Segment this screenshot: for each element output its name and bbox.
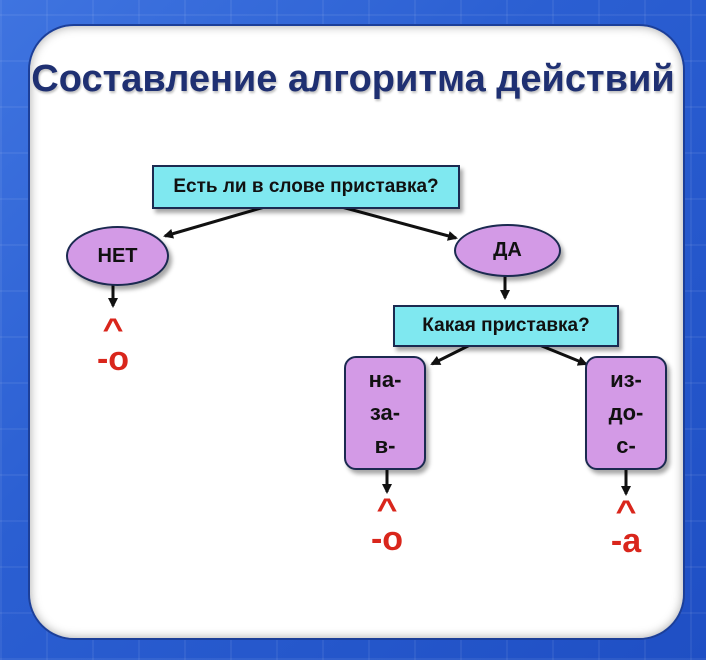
result-left-group: ^ -о (362, 495, 412, 558)
result-letter: -а (610, 522, 642, 560)
result-no-prefix: ^ -о (88, 315, 138, 378)
prefix-group-left: на- за- в- (344, 356, 426, 470)
prefix-iz: из- (610, 367, 642, 393)
result-right-group: ^ -а (601, 497, 651, 560)
question-prefix-box: Есть ли в слове приставка? (152, 165, 460, 209)
prefix-group-right: из- до- с- (585, 356, 667, 470)
prefix-s: с- (616, 432, 636, 458)
question-which-box: Какая приставка? (393, 305, 619, 347)
prefix-za: за- (369, 399, 401, 425)
prefix-do: до- (608, 399, 644, 425)
slide-title: Составление алгоритма действий (31, 58, 675, 100)
answer-yes-oval: ДА (454, 224, 561, 277)
result-letter: -о (370, 520, 404, 558)
prefix-na: на- (368, 367, 402, 393)
stress-mark-icon: ^ (376, 493, 398, 526)
stress-mark-icon: ^ (102, 313, 124, 346)
stress-mark-icon: ^ (615, 495, 637, 528)
answer-no-oval: НЕТ (66, 226, 169, 286)
prefix-v: в- (374, 432, 396, 458)
result-letter: -о (96, 340, 130, 378)
